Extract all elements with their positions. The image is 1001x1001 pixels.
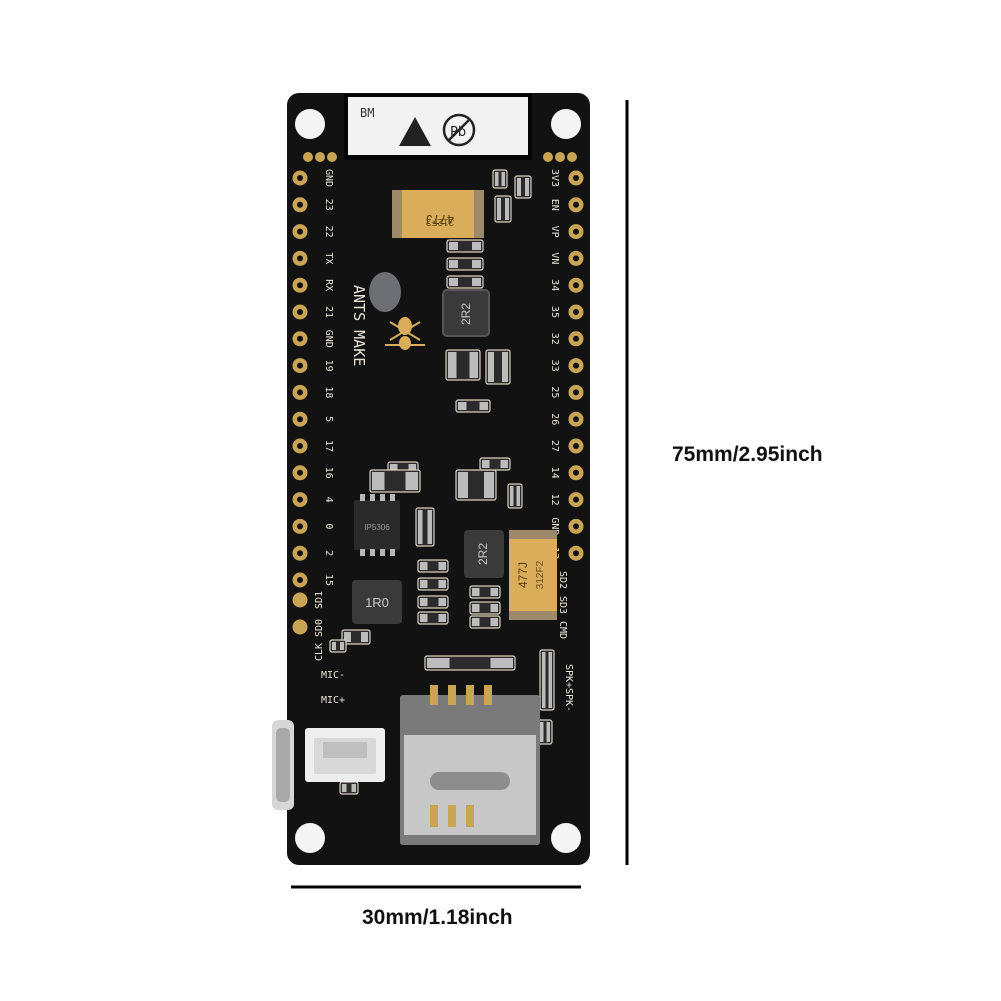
left-pin-label: 17 [323, 440, 334, 452]
left-pin-label: 19 [323, 360, 334, 372]
battery-jst-connector [305, 728, 385, 782]
right-pin-label: 25 [549, 386, 560, 398]
inductor-label-2: 2R2 [476, 543, 490, 565]
inductor-label-1: 2R2 [459, 303, 473, 325]
left-lower-label: SD1 [314, 591, 325, 609]
right-pin-label: VP [549, 226, 560, 238]
left-lower-label: MIC- [321, 670, 345, 681]
left-pin-label: 5 [323, 416, 334, 422]
right-pin-label: 26 [549, 413, 560, 425]
right-pin-header [568, 170, 584, 561]
sim-card-slot [400, 685, 540, 845]
right-lower-label: SD3 [557, 596, 568, 614]
left-pin-label: GND [323, 330, 334, 348]
esd-label-area [348, 97, 528, 155]
right-pin-label: EN [549, 199, 560, 211]
right-pin-labels: 3V3ENVPVN343532332526271412GND13 [549, 169, 560, 559]
smd-components [329, 169, 555, 795]
right-lower-label: SPK- [563, 688, 574, 712]
left-pin-label: 2 [323, 550, 334, 556]
right-lower-label: SD2 [557, 571, 568, 589]
pb-free-icon [442, 113, 476, 147]
top-header-pads [303, 152, 577, 162]
ant-logo-icon [385, 317, 425, 350]
right-pin-label: 32 [549, 333, 560, 345]
glare-spot [369, 272, 401, 312]
left-lower-label: SD0 [314, 619, 325, 637]
tantalum-capacitor-top: 312F2 477J [392, 190, 484, 238]
right-pin-label: GND [549, 517, 560, 535]
left-lower-label: CLK [314, 643, 325, 661]
cap-code-2: 312F2 [535, 560, 546, 589]
top-label: BM [360, 106, 374, 120]
right-pin-label: 27 [549, 440, 560, 452]
inductor-label-3: 1R0 [365, 595, 389, 610]
left-pin-label: 16 [323, 467, 334, 479]
brand-text: ANTS MAKE [350, 285, 368, 366]
right-pin-label: 12 [549, 494, 560, 506]
left-pin-label: TX [323, 252, 334, 264]
left-pin-label: 22 [323, 226, 334, 238]
mounting-holes [295, 109, 581, 853]
inductor-1: 2R2 [442, 289, 490, 337]
left-pin-label: 18 [323, 386, 334, 398]
left-pin-header [292, 170, 308, 635]
right-pin-label: VN [549, 252, 560, 264]
usb-c-connector [272, 720, 294, 810]
esd-warning-icon [399, 117, 431, 146]
left-pin-label: 0 [323, 523, 334, 529]
left-pin-label: 4 [323, 497, 334, 503]
inductor-2: 2R2 [464, 530, 504, 578]
right-pin-label: 14 [549, 467, 560, 479]
ic-label: IP5306 [364, 523, 390, 532]
power-ic-chip: IP5306 [354, 494, 400, 556]
right-pin-label: 35 [549, 306, 560, 318]
tantalum-capacitor-right: 477J 312F2 [509, 530, 557, 620]
pb-mark: Pb [450, 125, 466, 140]
inductor-3: 1R0 [352, 580, 402, 624]
left-pin-label: RX [323, 279, 334, 291]
cap-label-2: 477J [516, 562, 530, 588]
cap-label-1: 477J [426, 212, 454, 227]
height-label: 75mm/2.95inch [672, 443, 823, 466]
left-pin-label: 15 [323, 574, 334, 586]
right-pin-label: 33 [549, 360, 560, 372]
left-pin-label: GND [323, 169, 334, 187]
right-lower-label: SPK+ [563, 664, 574, 688]
left-lower-label: MIC+ [321, 695, 345, 706]
right-pin-label: 3V3 [549, 169, 560, 187]
pcb-board [287, 93, 590, 865]
width-label: 30mm/1.18inch [362, 906, 513, 929]
right-lower-label: CMD [557, 621, 568, 639]
left-pin-label: 23 [323, 199, 334, 211]
cap-code-1: 312F2 [425, 216, 454, 227]
right-pin-label: 34 [549, 279, 560, 291]
left-pin-label: 21 [323, 306, 334, 318]
